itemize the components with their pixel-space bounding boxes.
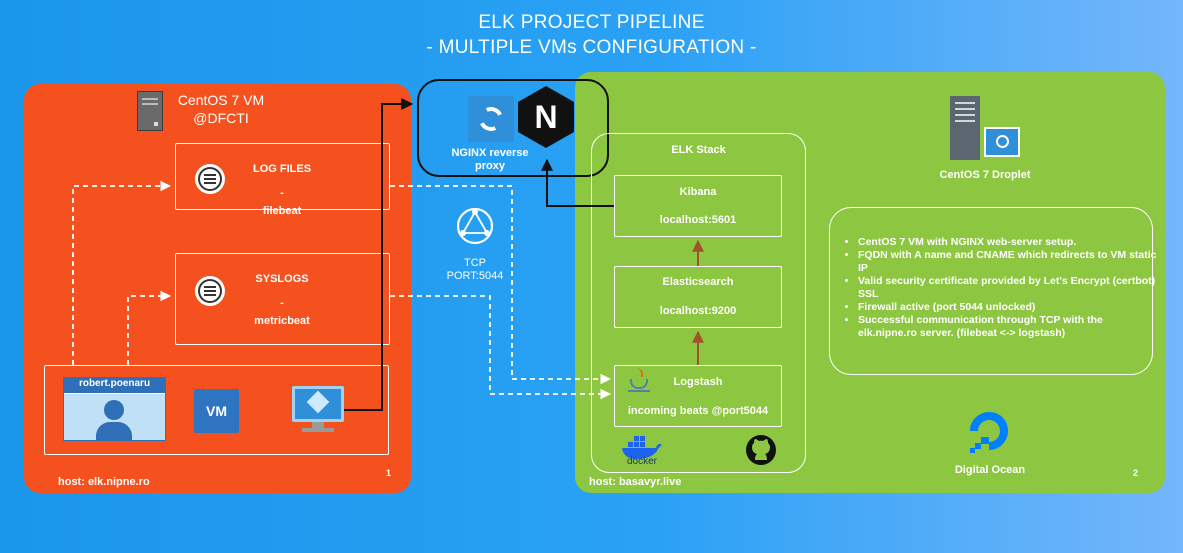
digital-ocean-label: Digital Ocean (954, 464, 1026, 476)
sync-icon (468, 96, 514, 142)
vm-badge-icon: VM (194, 389, 239, 433)
log-files-dash: - (280, 187, 284, 199)
notes-list: CentOS 7 VM with NGINX web-server setup.… (840, 236, 1163, 340)
java-icon (628, 368, 652, 394)
tcp-label: TCP (464, 257, 486, 269)
elasticsearch-name: Elasticsearch (662, 276, 734, 288)
diagram-subtitle: - MULTIPLE VMs CONFIGURATION - (426, 37, 757, 58)
filebeat-label: filebeat (262, 205, 302, 217)
github-icon (746, 435, 776, 465)
syslogs-dash: - (280, 297, 284, 309)
docker-label: docker (626, 456, 657, 467)
metricbeat-label: metricbeat (254, 315, 310, 327)
droplet-label: CentOS 7 Droplet (939, 169, 1031, 181)
note-item: CentOS 7 VM with NGINX web-server setup. (858, 236, 1163, 249)
vm2-panel (575, 72, 1165, 493)
nginx-label-line2: proxy (475, 160, 505, 172)
digital-ocean-icon (970, 412, 1008, 453)
note-item: FQDN with A name and CNAME which redirec… (858, 249, 1163, 275)
kibana-name: Kibana (679, 186, 717, 198)
kibana-box (614, 175, 782, 237)
vm1-org: @DFCTI (193, 110, 249, 126)
nginx-box (417, 79, 609, 177)
logstash-box (614, 365, 782, 427)
port-label: PORT:5044 (446, 270, 504, 282)
user-window (63, 377, 166, 441)
server-icon (137, 91, 163, 131)
docker-icon (622, 436, 662, 459)
log-files-title: LOG FILES (252, 163, 312, 175)
user-avatar-icon (104, 400, 124, 420)
droplet-server-icon (950, 96, 980, 160)
elk-stack-title: ELK Stack (671, 144, 726, 156)
logstash-name: Logstash (673, 376, 723, 388)
vm1-host-label: host: elk.nipne.ro (58, 476, 150, 488)
note-item: Successful communication through TCP wit… (858, 314, 1163, 340)
vm2-host-label: host: basavyr.live (589, 476, 682, 488)
note-item: Valid security certificate provided by L… (858, 275, 1163, 301)
diagram-title: ELK PROJECT PIPELINE (478, 12, 705, 33)
elasticsearch-address: localhost:9200 (659, 305, 737, 317)
nginx-label-line1: NGINX reverse (451, 147, 529, 159)
notes-box (829, 207, 1153, 375)
syslogs-icon (195, 276, 225, 306)
nginx-logo-icon: N (518, 86, 574, 148)
logstash-address: incoming beats @port5044 (627, 405, 769, 417)
syslogs-title: SYSLOGS (255, 273, 309, 285)
log-files-icon (195, 164, 225, 194)
vm1-name: CentOS 7 VM (177, 92, 265, 108)
monitor-cube-icon (292, 386, 344, 434)
vm1-number: 1 (386, 468, 392, 478)
user-name: robert.poenaru (78, 378, 151, 389)
elasticsearch-box (614, 266, 782, 328)
kibana-address: localhost:5601 (659, 214, 737, 226)
network-globe-icon (456, 207, 494, 245)
vm2-number: 2 (1133, 468, 1139, 478)
web-globe-icon (984, 127, 1020, 157)
nginx-logo-letter: N (534, 99, 557, 135)
note-item: Firewall active (port 5044 unlocked) (858, 301, 1163, 314)
